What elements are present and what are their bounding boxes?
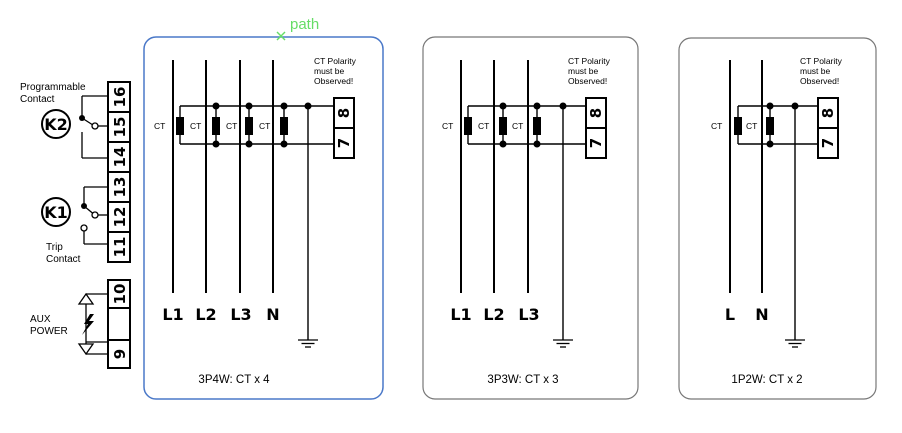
line-label: L3 [518, 305, 539, 324]
k2-pivot-dot [79, 115, 85, 121]
ct-polarity-note-line1: CT Polarity [314, 56, 357, 66]
ct-polarity-note-line2: must be [314, 66, 345, 76]
ct-polarity-note-line3: Observed! [314, 76, 353, 86]
k1-pivot-dot [81, 203, 87, 209]
panel-3p4w-lines [172, 60, 274, 293]
selection-crosshair-icon [276, 31, 286, 41]
selection-tag-label: path [290, 16, 319, 33]
panel-3p3w-title: 3P3W: CT x 3 [487, 374, 558, 386]
ct-label: CT [711, 121, 722, 131]
ct-label: CT [190, 121, 201, 131]
line-label: L2 [195, 305, 216, 324]
k1-contact-wiring [80, 186, 108, 245]
k2-contact-wiring [81, 95, 108, 159]
ct-label: CT [478, 121, 489, 131]
aux-power-line2: POWER [30, 326, 68, 337]
aux-power-line1: AUX [30, 314, 51, 325]
panel-3p3w-frame[interactable] [422, 36, 639, 400]
aux-arrow-up-icon [77, 292, 95, 305]
ct-label: CT [259, 121, 270, 131]
trip-contact-line1: Trip [46, 242, 63, 253]
terminal-strip-upper [107, 81, 131, 263]
ct-terminal-7: 7 [819, 138, 837, 148]
panel-3p4w-junctions [212, 102, 312, 148]
ct-label: CT [154, 121, 165, 131]
panel-3p4w-frame[interactable] [143, 36, 384, 400]
line-label: L3 [230, 305, 251, 324]
line-label: N [755, 305, 768, 324]
line-label: L1 [450, 305, 471, 324]
line-label: L1 [162, 305, 183, 324]
panel-1p2w-title: 1P2W: CT x 2 [731, 374, 802, 386]
k1-coil-circle [41, 197, 71, 227]
panel-1p2w-frame[interactable] [678, 37, 877, 400]
k2-label: K2 [44, 115, 68, 134]
ct-polarity-note-line3: Observed! [800, 76, 839, 86]
ct-terminal-7: 7 [587, 138, 605, 148]
panel-3p4w[interactable]: path [143, 16, 384, 400]
programmable-contact-line1: Programmable [20, 82, 86, 93]
panel-3p4w-title: 3P4W: CT x 4 [198, 374, 270, 386]
line-label: N [266, 305, 279, 324]
panel-3p3w-lines [460, 60, 529, 293]
relay-terminal-section: 16 15 14 13 12 11 10 9 K2 [20, 81, 131, 369]
panel-1p2w[interactable]: CT CT 8 7 CT Polarity must be Observed! … [678, 37, 877, 400]
ct-polarity-note-line3: Observed! [568, 76, 607, 86]
line-label: L [725, 305, 735, 324]
line-label: L2 [483, 305, 504, 324]
panel-3p3w-ct-terminals [585, 97, 607, 159]
k2-coil-circle [41, 109, 71, 139]
panel-3p3w-junctions [499, 102, 567, 148]
k1-label: K1 [44, 203, 68, 222]
terminal-12: 12 [111, 207, 129, 228]
panel-1p2w-ct-terminals [817, 97, 839, 159]
panel-3p4w-ct-coils [176, 117, 288, 135]
ct-label: CT [226, 121, 237, 131]
terminal-16: 16 [111, 87, 129, 108]
panel-1p2w-ct-coils [734, 117, 774, 135]
ct-terminal-8: 8 [819, 108, 837, 118]
ct-label: CT [746, 121, 757, 131]
terminal-15: 15 [111, 117, 129, 138]
ct-terminal-8: 8 [587, 108, 605, 118]
ct-polarity-note-line1: CT Polarity [800, 56, 843, 66]
panel-3p3w[interactable]: CT CT CT 8 7 CT Polarity must be Observe… [422, 36, 639, 400]
lightning-icon [82, 314, 94, 335]
ct-polarity-note-line2: must be [568, 66, 599, 76]
ct-label: CT [512, 121, 523, 131]
panel-3p3w-ct-coils [464, 117, 541, 135]
terminal-14: 14 [111, 147, 129, 168]
aux-arrow-down-icon [77, 343, 95, 356]
programmable-contact-line2: Contact [20, 94, 55, 105]
ct-terminal-8: 8 [335, 108, 353, 118]
panel-1p2w-junctions [766, 102, 799, 148]
terminal-strip-lower [107, 279, 131, 369]
terminal-11: 11 [111, 237, 129, 258]
terminal-9: 9 [111, 349, 129, 359]
panel-3p4w-ct-terminals [333, 97, 355, 159]
terminal-10: 10 [111, 284, 129, 305]
trip-contact-line2: Contact [46, 254, 81, 265]
ct-label: CT [442, 121, 453, 131]
ct-polarity-note-line2: must be [800, 66, 831, 76]
terminal-13: 13 [111, 177, 129, 198]
ct-polarity-note-line1: CT Polarity [568, 56, 611, 66]
panel-1p2w-lines [729, 60, 763, 293]
ct-terminal-7: 7 [335, 138, 353, 148]
